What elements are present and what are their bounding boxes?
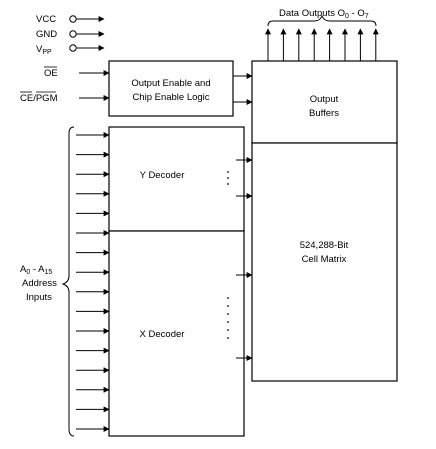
matrix-line1: 524,288-Bit <box>300 240 349 251</box>
buffers-line2: Buffers <box>309 108 339 119</box>
address-brace <box>61 126 75 437</box>
x-decoder-label: X Decoder <box>140 329 185 340</box>
x-decoder-ellipsis <box>227 297 229 339</box>
matrix-line2: Cell Matrix <box>302 254 347 265</box>
data-outputs-label: Data Outputs O0 - O7 <box>279 8 369 20</box>
oe-label: OE <box>44 68 58 79</box>
y-decoder-label: Y Decoder <box>140 170 185 181</box>
address-label: Address <box>22 278 57 289</box>
output-arrows <box>265 28 379 61</box>
vpp-label: VPP <box>36 44 52 56</box>
ce-pgm-label: CE/PGM <box>20 93 58 104</box>
vcc-label: VCC <box>36 14 56 25</box>
y-decoder-block: Y Decoder <box>108 126 245 232</box>
data-outputs: Data Outputs O0 - O7 <box>265 8 379 61</box>
y-decoder-ellipsis <box>227 171 229 185</box>
gnd-label: GND <box>36 29 57 40</box>
internal-connections <box>227 73 253 361</box>
power-pins: VCC GND VPP <box>36 14 105 56</box>
output-buffers-block: Output Buffers <box>251 60 398 144</box>
logic-line1: Output Enable and <box>131 78 210 89</box>
address-range-label: A0 - A15 <box>20 264 52 276</box>
data-outputs-brace <box>267 14 377 27</box>
gnd-pin-circle <box>69 30 77 38</box>
address-inputs: A0 - A15 Address Inputs <box>20 126 110 437</box>
logic-line2: Chip Enable Logic <box>132 92 209 103</box>
vcc-pin-circle <box>69 15 77 23</box>
control-pins: OE CE/PGM <box>20 66 110 104</box>
vpp-pin-circle <box>69 44 77 52</box>
address-arrows <box>76 132 110 432</box>
buffers-line1: Output <box>310 94 339 105</box>
inputs-label: Inputs <box>26 292 52 303</box>
x-decoder-block: X Decoder <box>108 230 245 437</box>
logic-block: Output Enable and Chip Enable Logic <box>108 60 234 117</box>
cell-matrix-block: 524,288-Bit Cell Matrix <box>251 142 398 382</box>
